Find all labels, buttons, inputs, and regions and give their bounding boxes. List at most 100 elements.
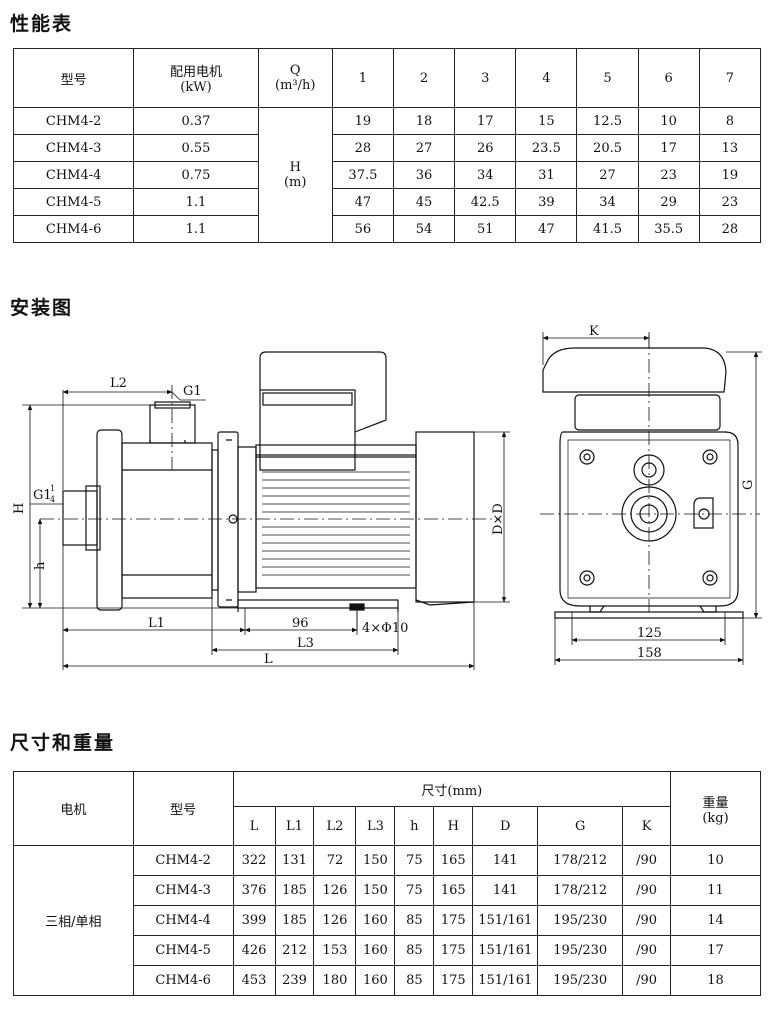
head-cell: 47 (331, 188, 394, 216)
size-cell: 175 (433, 905, 474, 936)
performance-table: 型号 配用电机 (kW) Q (m³/h) 1 2 3 4 5 6 7 CHM4… (12, 48, 762, 243)
motor-type-cell: 三相/单相 (13, 845, 134, 996)
head-cell: 17 (454, 107, 517, 135)
head-cell: 15 (515, 107, 578, 135)
size-col-header: G (537, 806, 624, 846)
weight-cell: 18 (670, 965, 761, 996)
table-row: CHM4-3 376 185 126 150 75 165 141 178/21… (14, 875, 761, 906)
size-cell: 85 (394, 935, 435, 966)
label-g1-quarter: G1 (33, 488, 52, 503)
dimensions-header-row: 电机 型号 尺寸(mm) 重量 (kg) (13, 771, 761, 846)
table-row: CHM4-6 453 239 180 160 85 175 151/161 19… (14, 965, 761, 996)
head-cell: 27 (392, 134, 456, 162)
size-col-header: H (433, 806, 474, 846)
size-cell: 151/161 (472, 935, 539, 966)
label-frac-den: 4 (50, 495, 55, 504)
size-cell: 150 (355, 845, 396, 876)
pump-end-view (542, 347, 744, 619)
head-cell: 37.5 (331, 161, 394, 189)
model-cell: CHM4-3 (12, 134, 135, 162)
model-cell: CHM4-5 (132, 935, 234, 966)
head-cell: 17 (637, 134, 700, 162)
size-header: 尺寸(mm) (232, 771, 672, 807)
model-cell: CHM4-2 (12, 107, 135, 135)
model-cell: CHM4-4 (132, 905, 234, 936)
col-motor-type: 电机 (13, 771, 134, 846)
size-cell: 212 (274, 935, 315, 966)
label-g: G (741, 480, 756, 490)
weight-cell: 17 (670, 935, 761, 966)
head-cell: 45 (392, 188, 456, 216)
model-cell: CHM4-6 (132, 965, 234, 996)
size-cell: 195/230 (537, 935, 624, 966)
table-row: CHM4-5 426 212 153 160 85 175 151/161 19… (14, 935, 761, 966)
size-cell: 239 (274, 965, 315, 996)
size-cell: 126 (313, 875, 357, 906)
kw-cell: 1.1 (133, 188, 259, 216)
head-cell: 18 (392, 107, 456, 135)
head-cell: 19 (698, 161, 762, 189)
size-cell: /90 (622, 965, 672, 996)
col-weight: 重量 (kg) (670, 771, 761, 846)
col-model: 型号 (12, 48, 135, 108)
label-l: L (264, 652, 273, 667)
flow-cell: 3 (454, 48, 517, 108)
kw-cell: 0.55 (133, 134, 259, 162)
flow-cell: 7 (698, 48, 762, 108)
model-cell: CHM4-2 (132, 845, 234, 876)
col-model: 型号 (132, 771, 234, 846)
size-cell: 175 (433, 965, 474, 996)
size-cell: 185 (274, 905, 315, 936)
size-cell: 195/230 (537, 905, 624, 936)
head-cell: 28 (698, 215, 762, 243)
label-l3: L3 (297, 636, 314, 651)
size-cell: 175 (433, 935, 474, 966)
size-col-header: L1 (274, 806, 315, 846)
col-motor-unit: (kW) (180, 80, 212, 95)
table-row: 三相/单相 CHM4-2 322 131 72 150 75 165 141 1… (13, 845, 761, 996)
model-cell: CHM4-6 (12, 215, 135, 243)
pump-side-view (62, 351, 475, 612)
table-row: CHM4-4 399 185 126 160 85 175 151/161 19… (14, 905, 761, 936)
head-cell: 56 (331, 215, 394, 243)
weight-cell: 10 (670, 845, 761, 876)
size-cell: 165 (433, 845, 474, 876)
size-col-header: K (622, 806, 672, 846)
size-cell: 322 (232, 845, 276, 876)
head-cell: 23 (637, 161, 700, 189)
h-unit: (m) (283, 175, 307, 190)
size-cell: 151/161 (472, 965, 539, 996)
size-cell: 75 (394, 845, 435, 876)
label-h: h (33, 561, 48, 570)
flow-cell: 5 (576, 48, 639, 108)
head-cell: 51 (454, 215, 517, 243)
kw-cell: 0.37 (133, 107, 259, 135)
size-col-header: L2 (313, 806, 357, 846)
dimensions-heading: 尺寸和重量 (10, 732, 116, 754)
performance-header-row: 型号 配用电机 (kW) Q (m³/h) 1 2 3 4 5 6 7 (12, 48, 762, 108)
label-frac-num: 1 (50, 484, 55, 493)
size-cell: 160 (355, 965, 396, 996)
size-cell: 453 (232, 965, 276, 996)
size-cell: /90 (622, 905, 672, 936)
size-col-header: D (472, 806, 539, 846)
head-cell: 42.5 (454, 188, 517, 216)
size-cell: 126 (313, 905, 357, 936)
size-cell: /90 (622, 935, 672, 966)
head-cell: 35.5 (637, 215, 700, 243)
size-cell: 165 (433, 875, 474, 906)
size-cell: 141 (472, 875, 539, 906)
table-row: CHM4-5 1.1 47 45 42.5 39 34 29 23 (12, 188, 762, 216)
size-cell: /90 (622, 875, 672, 906)
head-cell: 54 (392, 215, 456, 243)
label-g1: G1 (183, 384, 202, 399)
size-cell: 178/212 (537, 845, 624, 876)
table-row: CHM4-6 1.1 56 54 51 47 41.5 35.5 28 (12, 215, 762, 243)
weight-cell: 14 (670, 905, 761, 936)
size-cell: 151/161 (472, 905, 539, 936)
size-cell: 178/212 (537, 875, 624, 906)
flow-cell: 1 (331, 48, 394, 108)
label-96: 96 (292, 616, 309, 631)
size-cell: 75 (394, 875, 435, 906)
size-cell: 185 (274, 875, 315, 906)
